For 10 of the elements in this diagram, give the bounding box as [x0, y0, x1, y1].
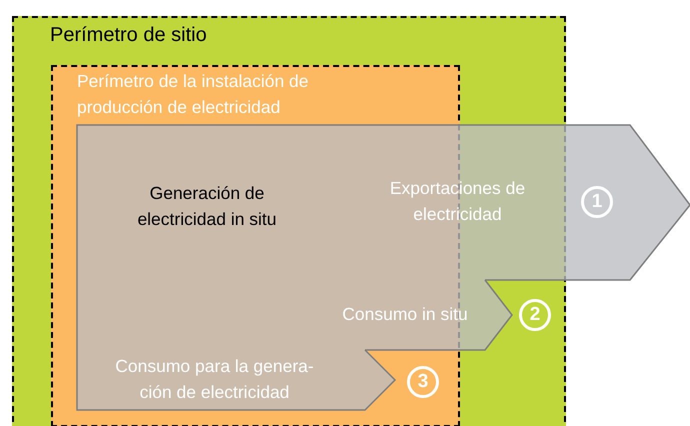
flow-label: Consumo para la genera- ción de electricidad: [114, 355, 315, 404]
flow-shape-foot: [77, 350, 395, 410]
callout-number: 2: [519, 299, 551, 331]
flow-label: Exportaciones de electricidad: [388, 177, 526, 226]
callout-number: 3: [407, 366, 439, 398]
flow-label: Consumo in situ: [341, 303, 469, 326]
flow-label: Generación de electricidad in situ: [136, 182, 278, 231]
region-title: Perímetro de la instalación de producción de electricidad: [77, 70, 310, 119]
region-title: Perímetro de sitio: [50, 23, 208, 48]
flow-shape-step: [300, 280, 512, 350]
